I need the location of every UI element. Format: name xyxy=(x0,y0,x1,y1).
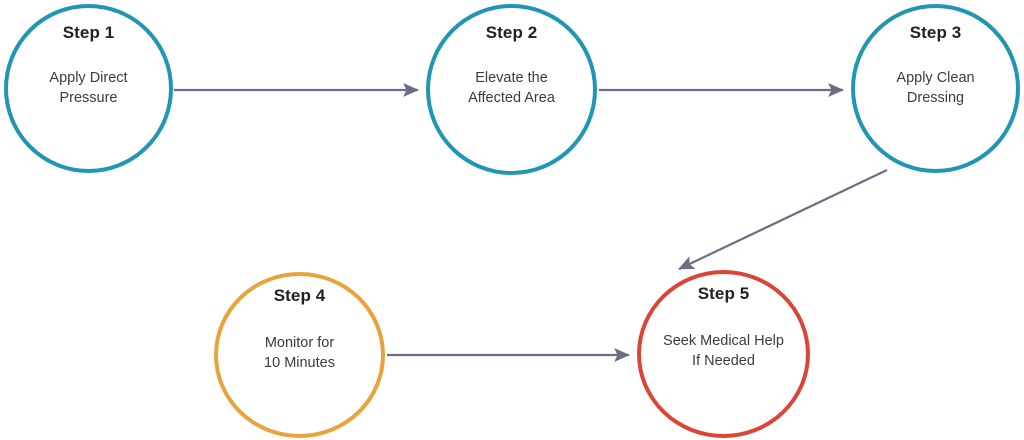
node-step-5-title: Step 5 xyxy=(697,284,750,303)
node-step-5-body: Seek Medical Help If Needed xyxy=(663,333,784,369)
node-step-3[interactable]: Step 3 Apply Clean Dressing xyxy=(851,4,1020,173)
node-step-2-title: Step 2 xyxy=(485,23,538,42)
node-step-4-body: Monitor for 10 Minutes xyxy=(264,335,335,371)
node-step-3-body: Apply Clean Dressing xyxy=(896,70,975,106)
node-step-1[interactable]: Step 1 Apply Direct Pressure xyxy=(4,4,173,173)
node-step-4[interactable]: Step 4 Monitor for 10 Minutes xyxy=(214,272,385,438)
node-step-2-body: Elevate the Affected Area xyxy=(468,70,555,106)
edge-step3-to-step5 xyxy=(678,169,888,270)
node-step-2[interactable]: Step 2 Elevate the Affected Area xyxy=(426,4,597,175)
node-step-1-body: Apply Direct Pressure xyxy=(49,70,128,106)
node-step-1-title: Step 1 xyxy=(62,23,115,42)
node-step-5[interactable]: Step 5 Seek Medical Help If Needed xyxy=(637,270,810,438)
node-step-3-title: Step 3 xyxy=(909,23,962,42)
node-step-4-title: Step 4 xyxy=(273,286,326,305)
